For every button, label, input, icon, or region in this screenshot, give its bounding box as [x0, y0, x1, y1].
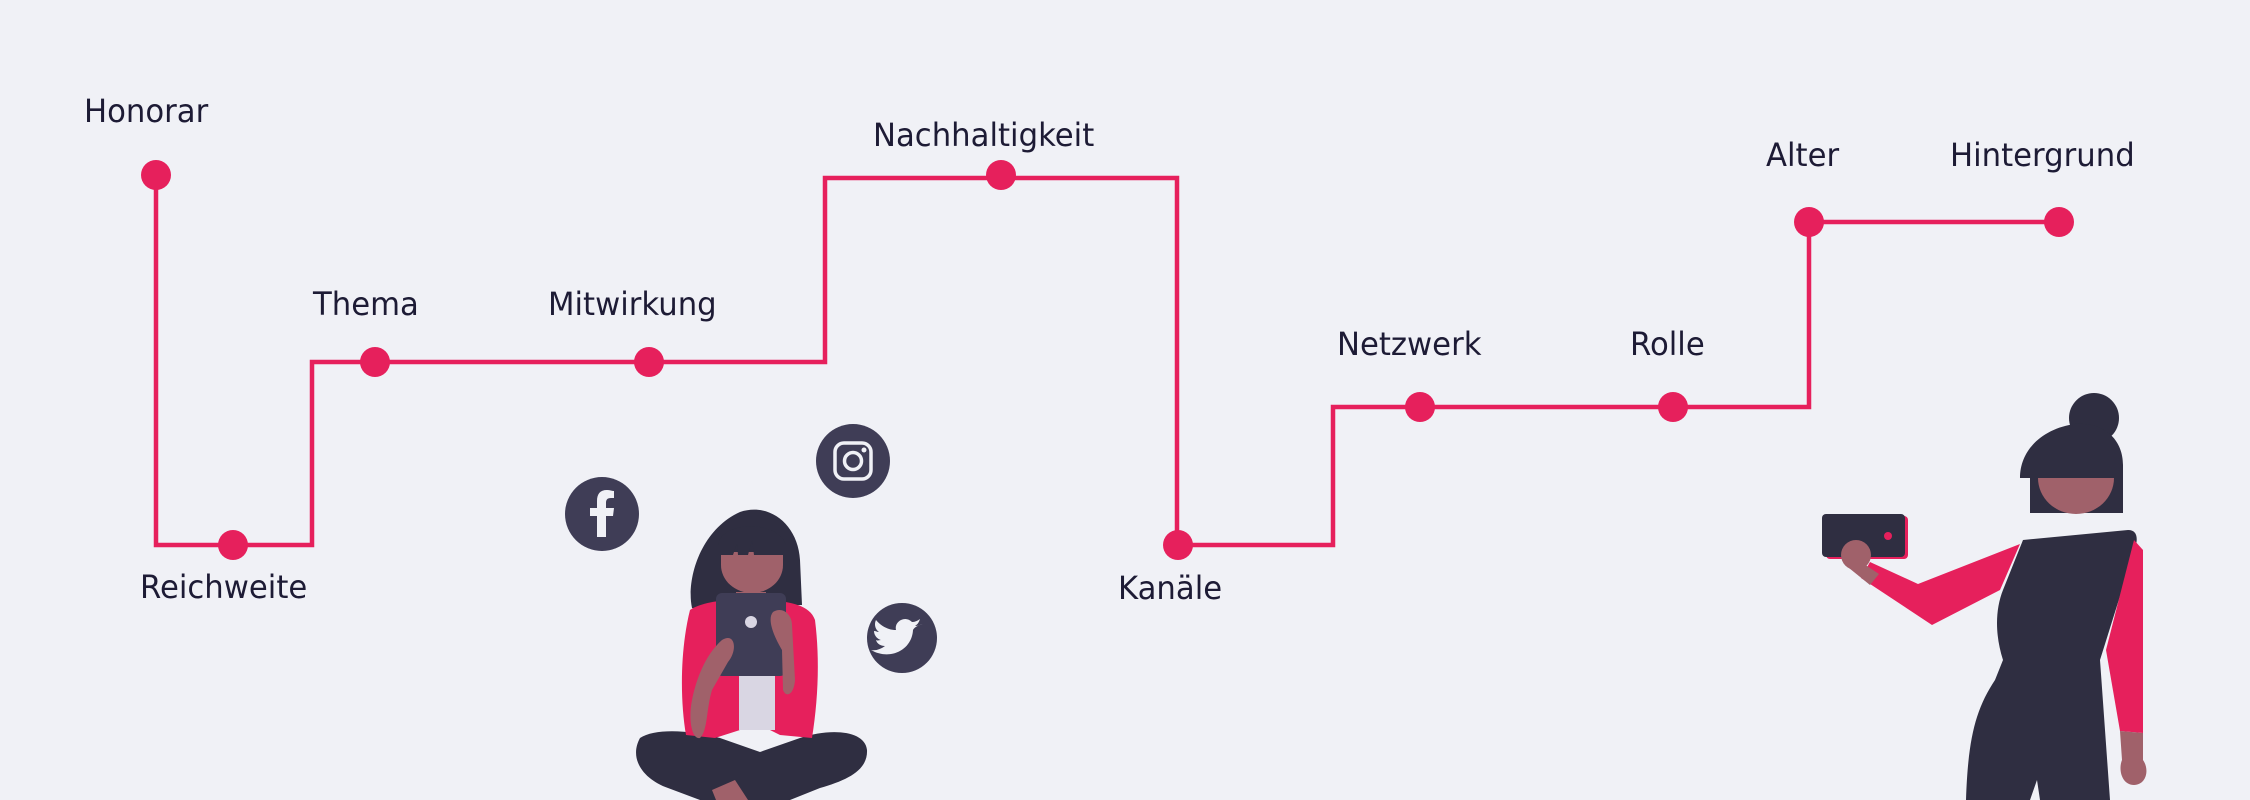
node-label-hintergrund: Hintergrund [1950, 136, 2135, 174]
standing-woman-illustration [1822, 393, 2147, 800]
node-dot-netzwerk[interactable] [1405, 392, 1435, 422]
node-dot-thema[interactable] [360, 347, 390, 377]
facebook-icon [565, 477, 639, 551]
node-label-honorar: Honorar [84, 92, 209, 130]
node-dot-hintergrund[interactable] [2044, 207, 2074, 237]
node-label-nachhaltigkeit: Nachhaltigkeit [873, 116, 1095, 154]
node-label-netzwerk: Netzwerk [1337, 325, 1482, 363]
node-dot-rolle[interactable] [1658, 392, 1688, 422]
node-dot-alter[interactable] [1794, 207, 1824, 237]
twitter-icon [867, 603, 937, 673]
node-label-thema: Thema [313, 285, 419, 323]
node-dot-reichweite[interactable] [218, 530, 248, 560]
instagram-icon [816, 424, 890, 498]
node-dot-kanaele[interactable] [1163, 530, 1193, 560]
sitting-woman-illustration [636, 509, 868, 800]
node-label-rolle: Rolle [1630, 325, 1705, 363]
node-dot-nachhaltigkeit[interactable] [986, 160, 1016, 190]
node-label-alter: Alter [1766, 136, 1840, 174]
node-dot-honorar[interactable] [141, 160, 171, 190]
node-label-kanaele: Kanäle [1118, 569, 1223, 607]
node-label-mitwirkung: Mitwirkung [548, 285, 717, 323]
node-dot-mitwirkung[interactable] [634, 347, 664, 377]
node-dots [141, 160, 2074, 560]
connector-path [153, 175, 2059, 548]
node-label-reichweite: Reichweite [140, 568, 308, 606]
